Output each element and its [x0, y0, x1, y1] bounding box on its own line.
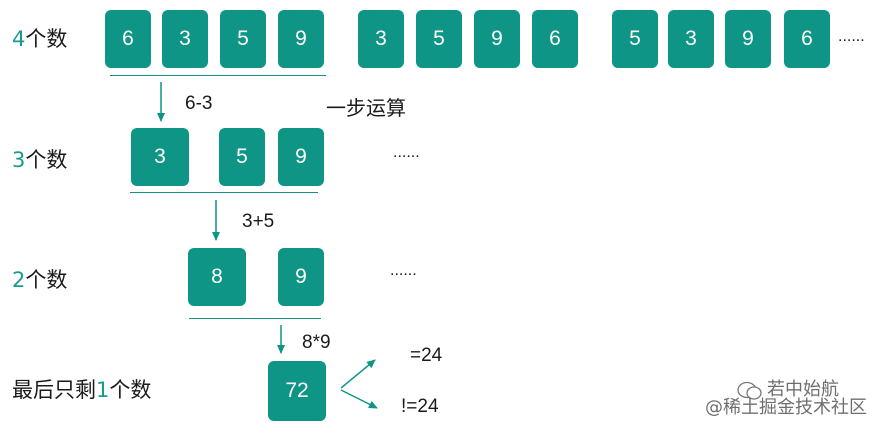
number-box: 3 [131, 128, 189, 186]
row2-ellipsis: ...... [390, 262, 417, 279]
step-label: 一步运算 [326, 96, 406, 120]
underline-row2 [189, 318, 321, 319]
number-box: 3 [358, 10, 404, 68]
number-box: 6 [532, 10, 578, 68]
number-box: 5 [220, 10, 266, 68]
row3-ellipsis: ...... [393, 144, 420, 161]
number-box: 9 [725, 10, 771, 68]
number-box: 9 [278, 248, 324, 306]
result-equal: =24 [410, 345, 443, 366]
row-label-1: 最后只剩1个数 [12, 378, 151, 402]
row-suffix: 个数 [25, 148, 68, 172]
row-label-4: 4个数 [12, 27, 67, 51]
row-count: 4 [12, 27, 26, 51]
operation-label: 8*9 [302, 332, 331, 353]
number-box: 3 [162, 10, 208, 68]
operation-label: 3+5 [242, 211, 275, 232]
chat-bubble-icon [737, 381, 762, 400]
number-box: 5 [416, 10, 462, 68]
number-box: 8 [188, 248, 246, 306]
number-box: 3 [668, 10, 714, 68]
number-box: 9 [278, 128, 324, 186]
underline-row4 [110, 75, 326, 76]
result-not-equal: !=24 [401, 396, 439, 417]
number-box: 9 [278, 10, 324, 68]
number-box: 5 [612, 10, 658, 68]
row-label-2: 2个数 [12, 268, 67, 292]
number-box: 5 [219, 128, 265, 186]
branch-arrow-up [340, 359, 376, 389]
row-prefix: 最后只剩 [12, 378, 96, 402]
row-label-3: 3个数 [12, 148, 67, 172]
branch-arrow-down [340, 389, 378, 409]
row-suffix: 个数 [109, 378, 152, 402]
number-box: 9 [474, 10, 520, 68]
row-suffix: 个数 [25, 268, 68, 292]
number-box: 6 [784, 10, 830, 68]
row-suffix: 个数 [25, 27, 68, 51]
row-count: 1 [96, 378, 110, 402]
watermark-title: 若中始航 [767, 379, 839, 400]
watermark-sub: @稀土掘金技术社区 [705, 397, 867, 418]
final-box: 72 [268, 361, 326, 421]
row-count: 2 [12, 268, 26, 292]
operation-label: 6-3 [185, 93, 213, 114]
number-box: 6 [105, 10, 151, 68]
underline-row3 [130, 192, 318, 193]
top-ellipsis: ...... [838, 28, 865, 45]
row-count: 3 [12, 148, 26, 172]
